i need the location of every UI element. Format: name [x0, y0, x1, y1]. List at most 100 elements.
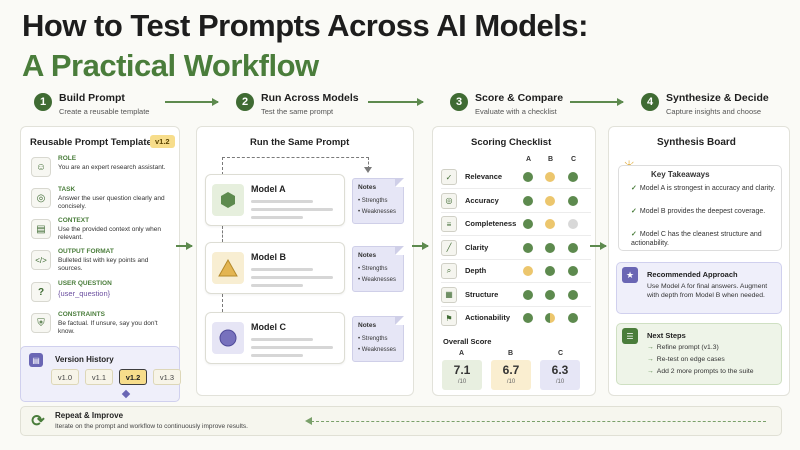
- placeholder-line: [251, 200, 313, 203]
- step-sub: Evaluate with a checklist: [475, 107, 557, 116]
- version-chip-v1-1[interactable]: v1.1: [85, 369, 113, 385]
- criteria-row: ◎Accuracy: [441, 192, 591, 215]
- placeholder-line: [251, 208, 333, 211]
- repeat-improve-bar: ⟳ Repeat & Improve Iterate on the prompt…: [20, 406, 782, 436]
- arrow-head: [364, 167, 372, 173]
- flow-arrow: [368, 98, 424, 105]
- notes-item-text: Weaknesses: [361, 277, 397, 283]
- next-step-text: Add 2 more prompts to the suite: [656, 368, 754, 375]
- notes-item-text: Strengths: [361, 336, 388, 342]
- placeholder-line: [251, 284, 303, 287]
- criteria-label: Accuracy: [465, 195, 499, 205]
- version-chip-v1-0[interactable]: v1.0: [51, 369, 79, 385]
- hexagon-icon: [212, 184, 244, 216]
- score-dot-c: [568, 313, 578, 323]
- notes-item: • Strengths: [358, 198, 388, 204]
- notes-title: Notes: [358, 184, 377, 191]
- target-icon: ◎: [31, 188, 51, 208]
- row-text: {user_question}: [58, 289, 111, 298]
- takeaway-item: ✓Model A is strongest in accuracy and cl…: [631, 185, 776, 192]
- version-badge: v1.2: [150, 135, 175, 148]
- notes-item: • Weaknesses: [358, 347, 397, 353]
- dashed-connector: [222, 294, 223, 312]
- row-divider: [441, 258, 591, 260]
- next-step-item: →Add 2 more prompts to the suite: [647, 368, 754, 375]
- template-row-output-format: </> OUTPUT FORMAT Bulleted list with key…: [28, 248, 174, 280]
- row-label: USER QUESTION: [58, 280, 112, 287]
- score-dot-b: [545, 172, 555, 182]
- page-subtitle: A Practical Workflow: [22, 48, 319, 83]
- step-number: 3: [450, 93, 468, 111]
- row-divider: [441, 188, 591, 189]
- criteria-label: Structure: [465, 289, 499, 299]
- flow-arrow: [570, 98, 624, 105]
- row-label: CONTEXT: [58, 217, 90, 224]
- key-takeaways: Key Takeaways ✓Model A is strongest in a…: [618, 165, 782, 251]
- score-dot-a: [523, 219, 533, 229]
- notes-title: Notes: [358, 322, 377, 329]
- notes-item: • Strengths: [358, 266, 388, 272]
- repeat-title: Repeat & Improve: [55, 411, 124, 420]
- criteria-row: ╱Clarity: [441, 239, 591, 262]
- score-dot-c: [568, 242, 578, 253]
- key-takeaways-title: Key Takeaways: [651, 170, 710, 179]
- notes-item: • Weaknesses: [358, 209, 397, 215]
- placeholder-line: [251, 338, 313, 341]
- placeholder-line: [251, 346, 333, 349]
- criteria-row: ⚑Actionability: [441, 309, 591, 332]
- version-chip-v1-3[interactable]: v1.3: [153, 369, 181, 385]
- step-title: Run Across Models: [261, 92, 359, 104]
- row-divider: [441, 282, 591, 283]
- notes-card-c: Notes • Strengths • Weaknesses: [352, 316, 404, 362]
- flow-arrow: [412, 242, 429, 249]
- document-icon: ▤: [31, 219, 51, 239]
- column-header-c: C: [571, 156, 577, 163]
- notes-item: • Strengths: [358, 336, 388, 342]
- refresh-icon: ⟳: [31, 413, 45, 430]
- step-title: Synthesize & Decide: [666, 92, 769, 104]
- version-chip-v1-2[interactable]: v1.2: [119, 369, 147, 385]
- row-divider: [441, 235, 591, 236]
- column-header-b: B: [548, 156, 554, 163]
- notes-item: • Weaknesses: [358, 277, 397, 283]
- document-icon: ▤: [29, 353, 43, 367]
- criteria-label: Completeness: [465, 219, 517, 228]
- row-label: CONSTRAINTS: [58, 311, 105, 318]
- next-step-text: Re-test on edge cases: [656, 356, 725, 363]
- score-dot-a: [523, 266, 533, 276]
- repeat-sub: Iterate on the prompt and workflow to co…: [55, 423, 248, 430]
- template-row-task: ◎ TASK Answer the user question clearly …: [28, 186, 174, 218]
- score-dot-a: [523, 313, 533, 323]
- row-text: Answer the user question clearly and con…: [58, 195, 165, 211]
- template-row-user-question: ? USER QUESTION {user_question}: [28, 280, 174, 312]
- score-value: 6.3: [551, 363, 569, 377]
- row-label: OUTPUT FORMAT: [58, 248, 114, 255]
- triangle-icon: [212, 252, 244, 284]
- circle-icon: [212, 322, 244, 354]
- synthesis-title: Synthesis Board: [657, 137, 736, 148]
- score-box-b: 6.7 /10: [491, 360, 531, 390]
- scoring-panel: [432, 126, 596, 396]
- criteria-row: ≡ Completeness: [441, 215, 591, 238]
- star-icon: ★: [622, 267, 638, 283]
- flow-arrow: [590, 242, 607, 249]
- step-sub: Create a reusable template: [59, 107, 150, 116]
- overall-model-c: C: [558, 350, 564, 357]
- page-title: How to Test Prompts Across AI Models:: [22, 8, 588, 43]
- score-dot-b: [545, 219, 555, 229]
- list-icon: ≡: [441, 216, 457, 232]
- placeholder-line: [251, 216, 303, 219]
- step-number: 4: [641, 93, 659, 111]
- model-card-a[interactable]: Model A: [205, 174, 345, 226]
- model-card-c[interactable]: Model C: [205, 312, 345, 364]
- model-name: Model C: [251, 322, 286, 332]
- row-text: Use the provided context only when relev…: [58, 226, 161, 242]
- score-dot-b: [545, 289, 555, 300]
- notes-card-b: Notes • Strengths • Weaknesses: [352, 246, 404, 292]
- model-card-b[interactable]: Model B: [205, 242, 345, 294]
- model-name: Model B: [251, 252, 286, 262]
